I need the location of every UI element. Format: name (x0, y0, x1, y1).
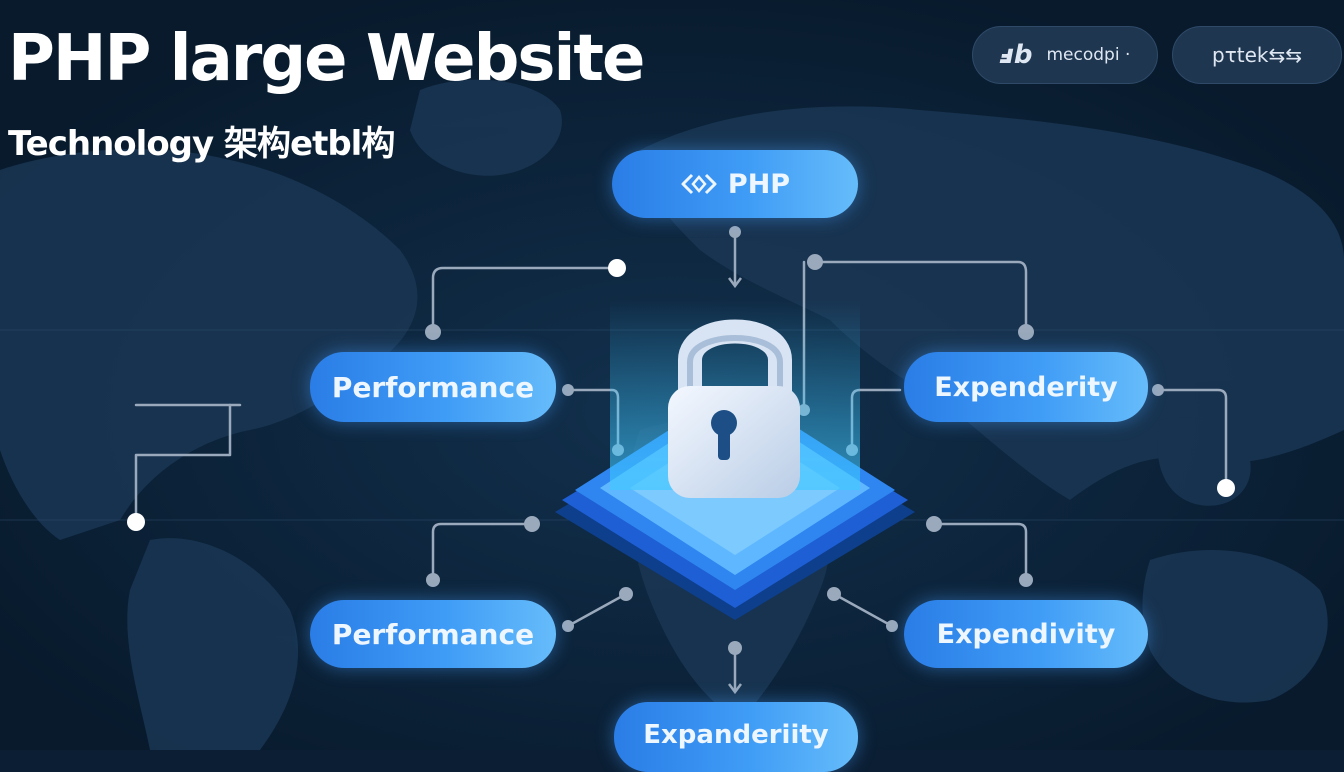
node-label: Expenderity (934, 371, 1118, 403)
node-performance-top[interactable]: Performance (310, 352, 556, 422)
node-bottom[interactable]: Expanderiity (614, 702, 858, 772)
node-label: Expanderiity (643, 720, 829, 750)
continent-south-america (127, 538, 299, 750)
node-php[interactable]: PHP (612, 150, 858, 218)
code-brackets-icon (680, 171, 718, 197)
chip-label: pτtek⇆⇆ (1212, 43, 1302, 67)
continent-greenland (410, 79, 562, 176)
top-chip-left[interactable]: ⅎb mecodpi · (972, 26, 1158, 84)
node-php-label: PHP (727, 168, 791, 200)
continent-north-america (0, 149, 418, 540)
padlock-icon (668, 319, 800, 498)
security-hub (555, 300, 915, 620)
page-subtitle: Technology 架构etbl构 (8, 124, 395, 164)
chip-label: mecodpi · (1046, 45, 1131, 65)
node-label: Performance (331, 617, 535, 651)
node-expendurity-bottom[interactable]: Expendivity (904, 600, 1148, 668)
page-title: PHP large Website (8, 22, 645, 96)
node-label: Performance (331, 370, 535, 404)
top-chip-right[interactable]: pτtek⇆⇆ (1172, 26, 1342, 84)
chip-logo-icon: ⅎb (999, 40, 1033, 70)
node-performance-bottom[interactable]: Performance (310, 600, 556, 668)
node-expendurity-top[interactable]: Expenderity (904, 352, 1148, 422)
continent-australia (1142, 550, 1328, 703)
node-label: Expendivity (936, 618, 1116, 650)
